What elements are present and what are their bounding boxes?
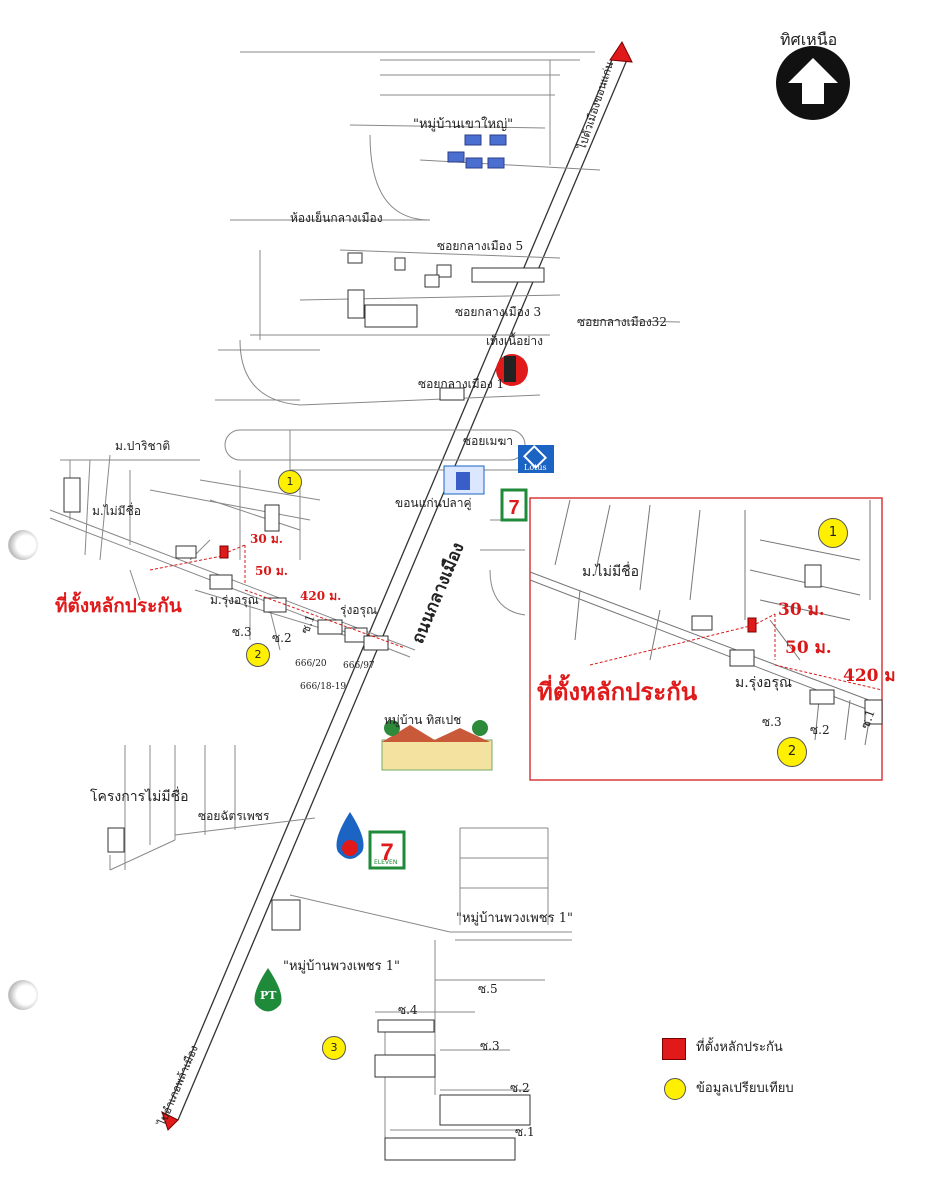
inset-distance-420m: 420 ม <box>843 666 896 686</box>
inset-blocks <box>691 564 883 725</box>
legend-collateral-label: ที่ตั้งหลักประกัน <box>696 1040 783 1055</box>
thong-restaurant-icon <box>496 354 528 386</box>
tisaphet-houses-icon <box>381 720 493 771</box>
inset-rung-arun-label: ม.รุ่งอรุณ <box>735 675 792 691</box>
pricha-label: ม.ปาริชาติ <box>115 439 171 453</box>
distance-arrows <box>149 544 406 649</box>
puangphet-streets <box>289 827 572 1160</box>
road-arrow-south-icon <box>161 1111 179 1131</box>
soi-1-south-label: ซ.1 <box>515 1125 535 1139</box>
north-label: ทิศเหนือ <box>780 30 838 49</box>
inset-collateral-label: ที่ตั้งหลักประกัน <box>537 678 698 706</box>
khao-yai-label: "หมู่บ้านเขาใหญ่" <box>413 117 514 132</box>
soi-3-label: ซอยกลางเมือง 3 <box>455 305 542 319</box>
puangphet-north-label: "หมู่บ้านพวงเพชร 1" <box>456 911 573 926</box>
inset-no-name-label: ม.ไม่มีชื่อ <box>582 564 640 580</box>
soi-3-south-label: ซ.3 <box>480 1039 500 1053</box>
inset-soi-2-label: ซ.2 <box>810 723 830 737</box>
legend-comparison-label: ข้อมูลเปรียบเทียบ <box>696 1081 794 1096</box>
rung-arun-label: รุ่งอรุณ <box>340 603 378 617</box>
middle-streets <box>215 219 681 471</box>
lotus-text: Lotus <box>524 463 547 472</box>
rung-arun-village-label: ม.รุ่งอรุณ <box>210 593 259 607</box>
inset-distance-30m: 30 ม. <box>778 600 825 620</box>
ptt-station-icon <box>336 812 364 859</box>
house-number-666-97: 666/97 <box>343 661 375 671</box>
no-name-village-label: ม.ไม่มีชื่อ <box>92 504 141 518</box>
pt-text: PT <box>260 989 277 1002</box>
legend-comparison-swatch <box>664 1078 686 1100</box>
north-arrow-icon <box>776 46 850 120</box>
soi-2-left-label: ซ.2 <box>272 631 292 645</box>
punch-hole-bottom <box>8 980 38 1010</box>
inset-soi-3-label: ซ.3 <box>762 715 782 729</box>
seven-eleven-south-icon: 7 <box>368 830 406 870</box>
inset-comparison-marker-2: 2 <box>777 737 807 767</box>
inset-comparison-marker-1: 1 <box>818 518 848 548</box>
soi-2-south-label: ซ.2 <box>510 1081 530 1095</box>
legend-collateral-swatch <box>662 1038 686 1060</box>
soi-5-south-label: ซ.5 <box>478 982 498 996</box>
comparison-marker-2: 2 <box>246 643 270 667</box>
road-arrow-north-icon <box>609 41 633 63</box>
comparison-marker-1: 1 <box>278 470 302 494</box>
pla-ku-icon <box>443 465 485 495</box>
inset-collateral-marker <box>747 617 757 633</box>
building-blocks <box>63 252 545 1161</box>
seven-eleven-north-icon: 7 <box>500 488 528 522</box>
punch-hole-top <box>8 530 38 560</box>
house-number-666-20: 666/20 <box>295 659 327 669</box>
project-no-name-label: โครงการไม่มีชื่อ <box>90 789 189 805</box>
soi-mekha-label: ซอยเมฆา <box>463 434 514 448</box>
house-number-666-18-19: 666/18-19 <box>300 682 347 692</box>
thong-restaurant-label: เท็งเนื้อย่าง <box>486 334 544 348</box>
pt-station-icon <box>254 968 282 1012</box>
west-streets <box>109 745 316 871</box>
svg-text:7: 7 <box>380 839 393 866</box>
soi-3-left-label: ซ.3 <box>232 625 252 639</box>
right-streets <box>480 519 526 616</box>
tisaphet-label: หมู่บ้าน ทิสเปช <box>384 713 462 727</box>
svg-text:7: 7 <box>508 497 519 519</box>
lotus-logo-icon <box>518 444 554 473</box>
distance-50m: 50 ม. <box>255 564 288 578</box>
soi-1-label: ซอยกลางเมือง 1 <box>418 377 505 391</box>
cold-room-label: ห้องเย็นกลางเมือง <box>290 211 383 225</box>
inset-distance-arrows <box>589 613 883 691</box>
collateral-label: ที่ตั้งหลักประกัน <box>55 595 182 617</box>
khao-yai-streets <box>240 51 601 221</box>
puangphet-south-label: "หมู่บ้านพวงเพชร 1" <box>283 959 400 974</box>
inset-distance-50m: 50 ม. <box>785 638 832 658</box>
distance-420m: 420 ม. <box>300 589 342 603</box>
main-road <box>162 54 630 1121</box>
soi-32-label: ซอยกลางเมือง32 <box>577 315 667 329</box>
soi-chatphet-label: ซอยฉัตรเพชร <box>198 809 270 823</box>
soi-5-label: ซอยกลางเมือง 5 <box>437 239 524 253</box>
comparison-marker-3: 3 <box>322 1036 346 1060</box>
eleven-text: ELEVEN <box>374 859 398 866</box>
soi-4-south-label: ซ.4 <box>398 1003 418 1017</box>
pla-ku-label: ขอนแก่นปลาคู่ <box>395 496 472 510</box>
distance-30m: 30 ม. <box>250 532 283 546</box>
khao-yai-houses-icon <box>447 134 507 169</box>
